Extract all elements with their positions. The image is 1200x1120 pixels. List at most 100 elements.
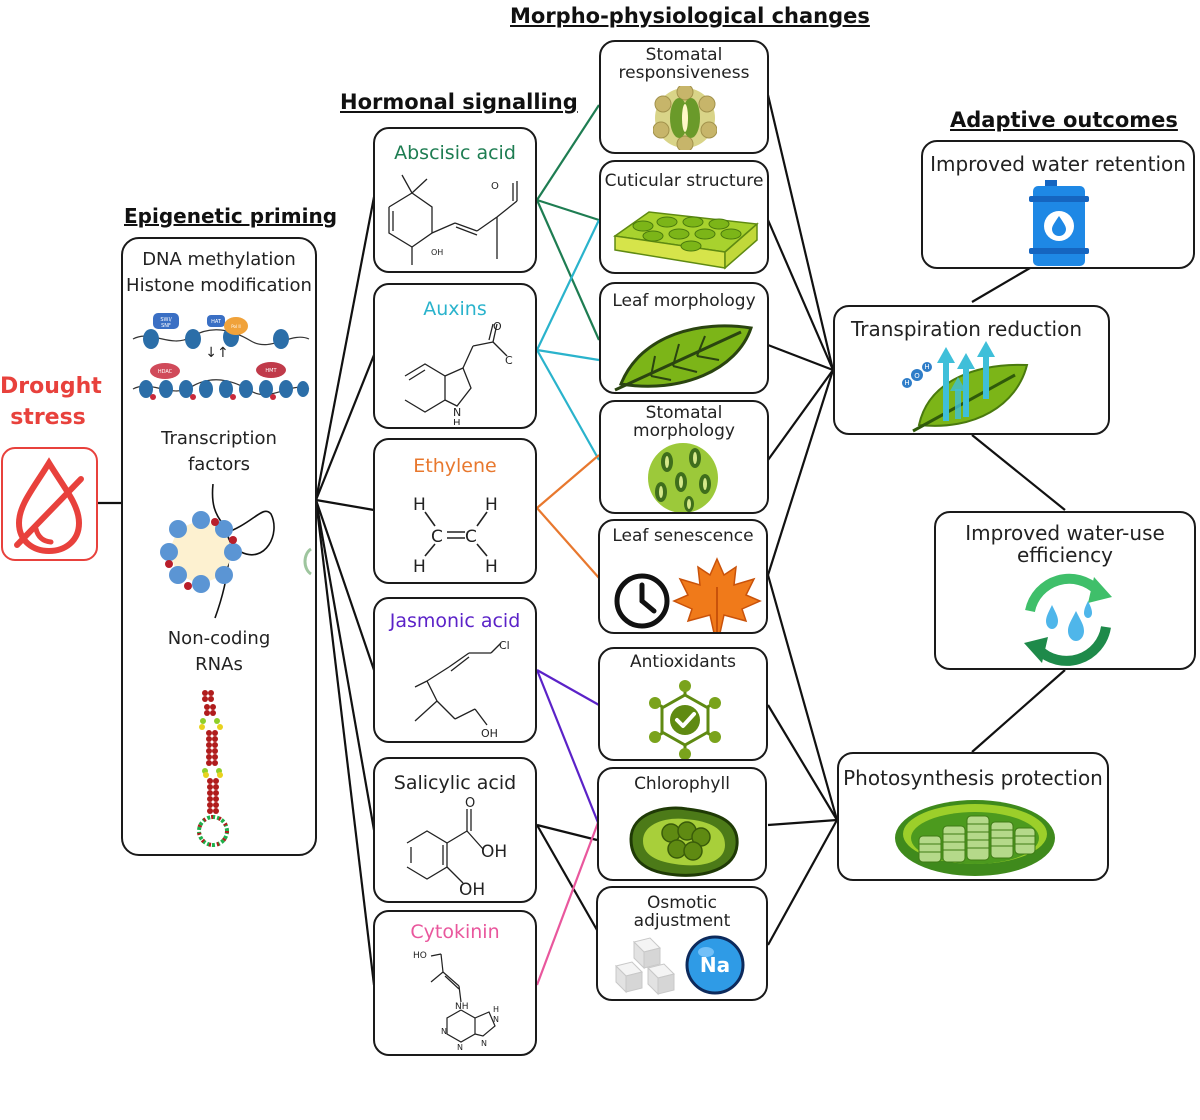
epigenetic-marks-text: DNA methylation Histone modification [123,247,315,298]
drought-stress-label: Drought stress [0,372,102,434]
chromatin-remodeling-illustration: SWI/ SNF HAT Pol II ↓↑ HDAC HMT [132,313,310,400]
epigenetic-priming-box: DNA methylation Histone modification SWI… [121,237,317,856]
auxins-label: Auxins [423,298,487,320]
transcription-factor-complex-icon [160,484,312,619]
svg-text:H: H [493,1005,499,1014]
morpho-stomatal-responsiveness: Stomatal responsiveness [599,40,769,154]
heading-adaptive-outcomes: Adaptive outcomes [950,108,1178,132]
wire-epi-cytokinin [314,499,376,986]
morpho-antioxidants: Antioxidants [598,647,768,761]
rna-hairpin-icon [197,690,229,847]
drought-label-line2: stress [10,404,86,430]
non-coding-line1: Non-coding [167,628,271,649]
svg-text:N: N [481,1039,487,1048]
transpiring-leaf-icon: H O H [902,341,1029,433]
wire-trans-retention [971,267,1031,303]
salicylic-acid-label: Salicylic acid [393,772,517,794]
wire-sal-chlorophyll [536,823,598,842]
wire-smorph-trans [767,369,834,461]
outcome-photosynthesis-protection: Photosynthesis protection [837,752,1109,881]
wire-epi-salicylic [314,499,376,831]
stomatal-responsiveness-label: Stomatal responsiveness [601,46,767,83]
svg-text:O: O [491,181,499,192]
crossed-droplet-icon [14,457,84,555]
wire-sen-photo [766,574,839,821]
svg-text:H: H [453,418,461,425]
leaf-icon [614,324,753,392]
photosynthesis-protection-label: Photosynthesis protection [843,766,1103,790]
sodium-label: Na [700,953,730,977]
chloroplast-thylakoid-icon [895,800,1055,876]
svg-text:O: O [914,372,920,380]
wire-epi-jasmonic [314,499,376,671]
stomatal-resp-line1: Stomatal [645,45,723,65]
cuticle-cells-icon [613,211,759,270]
morpho-leaf-senescence: Leaf senescence [598,519,768,634]
aba-oh-label: OH [431,248,443,257]
drought-label-line1: Drought [0,374,102,399]
osmotic-line2: adjustment [633,911,731,932]
svg-text:N: N [453,406,461,419]
morpho-stomatal-morphology: Stomatal morphology [599,400,769,514]
wue-line1: Improved water-use [965,521,1165,545]
svg-text:H: H [413,495,426,515]
water-recycle-icon [1024,573,1112,666]
svg-text:C: C [465,527,477,547]
morpho-cuticular-structure: Cuticular structure [599,160,769,274]
jasmonic-acid-label: Jasmonic acid [389,610,521,632]
wire-chl-photo [767,818,838,827]
abscisic-acid-label: Abscisic acid [394,142,516,164]
stomatal-morph-line2: morphology [633,421,735,442]
wire-osm-photo [767,819,838,946]
heading-morpho-physiological: Morpho-physiological changes [510,4,870,28]
water-barrel-icon [1029,180,1089,266]
transcription-factors-line1: Transcription [161,428,277,449]
wire-sresp-trans [766,94,835,371]
wire-epi-auxin [314,354,376,501]
cytokinin-structure-icon: HO NH N N N H N [413,951,499,1052]
osmotic-line1: Osmotic [647,893,717,913]
stomatal-guard-cells-icon [653,86,717,150]
abscisic-acid-structure-icon: OH O [388,174,518,265]
hormone-auxins: Auxins O C N H [373,283,537,429]
antioxidants-label: Antioxidants [630,652,736,672]
svg-text:N: N [457,1043,463,1052]
autumn-maple-leaf-icon [672,557,762,632]
cytokinin-ho-label: HO [413,951,427,961]
morpho-osmotic-adjustment: Osmotic adjustment Na [596,886,768,1001]
transcription-factors-line2: factors [187,453,251,475]
water-retention-label: Improved water retention [930,152,1186,176]
svg-text:SNF: SNF [161,323,171,329]
svg-text:H: H [485,557,498,577]
wire-epi-ethylene [315,498,375,512]
dna-methylation-label: DNA methylation [142,249,296,270]
jasmonic-acid-structure-icon: Cl OH [414,639,510,740]
jasmonic-cl-label: Cl [499,639,510,652]
jasmonic-oh-label: OH [481,727,498,740]
hormone-jasmonic-acid: Jasmonic acid Cl OH [373,597,537,743]
clock-icon [614,573,670,629]
sugar-cubes-icon [615,937,675,996]
stomatal-resp-line2: responsiveness [618,63,750,84]
sodium-ion-icon: Na [685,935,745,995]
leaf-senescence-label: Leaf senescence [612,526,754,546]
transcription-factors-text: Transcription factors [123,426,315,477]
chlorophyll-label: Chlorophyll [634,774,730,794]
salicylic-oh-label: OH [481,842,507,862]
water-use-efficiency-label: Improved water-use efficiency [936,521,1194,566]
svg-text:O: O [493,320,502,333]
wire-anti-photo [767,704,838,821]
salicylic-acid-structure-icon: O OH OH [406,796,507,900]
hmt-label: HMT [265,368,277,374]
svg-text:O: O [465,796,475,811]
chloroplast-icon [629,806,739,877]
svg-text:C: C [505,354,513,367]
auxin-structure-icon: O C N H [404,320,513,425]
svg-text:H: H [413,557,426,577]
non-coding-rnas-text: Non-coding RNAs [123,626,315,677]
morpho-chlorophyll: Chlorophyll [597,767,767,881]
osmotic-adjustment-label: Osmotic adjustment [598,894,766,931]
wire-sen-trans [766,369,835,576]
